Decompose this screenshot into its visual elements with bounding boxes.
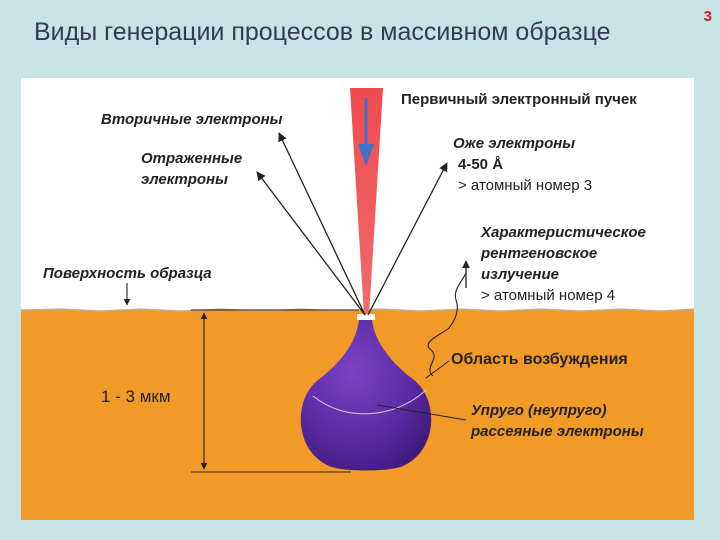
- auger-electrons-ray: [367, 162, 448, 316]
- primary-beam: [350, 88, 383, 316]
- depth-label: 1 - 3 мкм: [101, 387, 171, 406]
- xray-label-3: излучение: [481, 266, 559, 283]
- secondary-electrons-ray: [278, 132, 366, 316]
- scattered-leader: [376, 404, 467, 421]
- auger-label: Оже электроны: [453, 135, 575, 152]
- auger-atomic-label: > атомный номер 3: [458, 177, 592, 194]
- secondary-electrons-label: Вторичные электроны: [101, 111, 283, 128]
- xray-label-1: Характеристическое: [480, 224, 646, 241]
- xray-label-2: рентгеновское: [480, 245, 597, 262]
- primary-beam-label: Первичный электронный пучек: [401, 91, 637, 108]
- excitation-leader: [425, 360, 450, 379]
- reflected-electrons-label-2: электроны: [141, 171, 228, 188]
- scattered-electrons-label-2: рассеяные электроны: [470, 423, 644, 440]
- electron-interaction-diagram: Первичный электронный пучек Вторичные эл…: [21, 88, 694, 520]
- beam-direction-arrow-head: [358, 144, 374, 166]
- sample-surface-label: Поверхность образца: [43, 265, 212, 282]
- interaction-volume: [300, 318, 432, 471]
- page-number: 3: [703, 8, 712, 25]
- xray-atomic-label: > атомный номер 4: [481, 287, 615, 304]
- slide-title: Виды генерации процессов в массивном обр…: [34, 18, 611, 46]
- xray-emission-line: [427, 272, 467, 377]
- excitation-region-label: Область возбуждения: [451, 351, 628, 368]
- beam-entry-point: [357, 314, 375, 320]
- diagram-panel: Первичный электронный пучек Вторичные эл…: [21, 78, 694, 520]
- scattered-electrons-label-1: Упруго (неупруго): [471, 402, 607, 419]
- reflected-electrons-ray: [256, 171, 366, 316]
- reflected-electrons-label-1: Отраженные: [141, 150, 242, 167]
- scatter-boundary-curve: [312, 389, 427, 415]
- auger-depth-label: 4-50 Å: [458, 156, 503, 173]
